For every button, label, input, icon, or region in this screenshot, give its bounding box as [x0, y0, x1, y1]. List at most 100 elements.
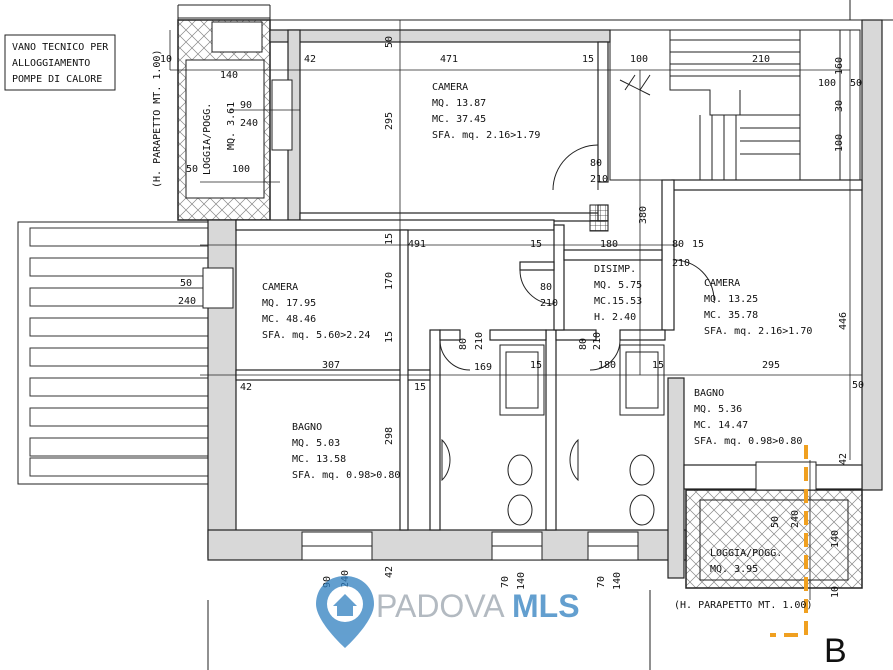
dim-100-loggia: 100 — [232, 164, 250, 175]
watermark-padova: PADOVA — [376, 588, 505, 624]
dim-307: 307 — [322, 360, 340, 371]
dim-42-right: 42 — [838, 453, 849, 465]
dim-180-mid: 180 — [600, 239, 618, 250]
dim-42: 42 — [304, 54, 316, 65]
loggia-bottom-area: MQ. 3.95 — [710, 564, 758, 575]
camera-left-mc: MC. 48.46 — [262, 314, 316, 325]
dim-80-door-top: 80 — [590, 158, 602, 169]
dim-50-loggia-b: 50 — [770, 516, 781, 528]
dim-210-bagno-right: 210 — [592, 332, 603, 350]
bagno-left-name: BAGNO — [292, 422, 322, 433]
dimension-lines — [169, 20, 862, 600]
bagno-right-name: BAGNO — [694, 388, 724, 399]
dim-50-left-win: 50 — [180, 278, 192, 289]
camera-left-mq: MQ. 17.95 — [262, 298, 316, 309]
dim-140-bottom-1: 140 — [516, 572, 527, 590]
dim-210-door-top: 210 — [590, 174, 608, 185]
room-camera-left: CAMERA MQ. 17.95 MC. 48.46 SFA. mq. 5.60… — [262, 282, 370, 341]
dim-10-right: 10 — [830, 586, 841, 598]
camera-top-sfa: SFA. mq. 2.16>1.79 — [432, 130, 540, 141]
dim-380: 380 — [638, 206, 649, 224]
vano-line-2: ALLOGGIAMENTO — [12, 58, 90, 69]
camera-right-sfa: SFA. mq. 2.16>1.70 — [704, 326, 812, 337]
dim-90: 90 — [240, 100, 252, 111]
dim-30: 30 — [834, 100, 845, 112]
dim-169: 169 — [474, 362, 492, 373]
dim-80-bagno-left: 80 — [458, 338, 469, 350]
bottom-frame-lines — [207, 590, 651, 670]
vano-tecnico-note: VANO TECNICO PER ALLOGGIAMENTO POMPE DI … — [4, 34, 116, 91]
dim-50-right-lower: 50 — [852, 380, 864, 391]
camera-left-name: CAMERA — [262, 282, 298, 293]
dim-15-lower: 15 — [384, 331, 395, 343]
dim-240-loggia-b: 240 — [790, 510, 801, 528]
room-camera-top: CAMERA MQ. 13.87 MC. 37.45 SFA. mq. 2.16… — [432, 82, 540, 141]
loggia-bottom — [685, 489, 863, 589]
dim-170: 170 — [384, 272, 395, 290]
dim-70-bottom-2: 70 — [596, 576, 607, 588]
dim-210-disimp: 210 — [540, 298, 558, 309]
camera-top-mq: MQ. 13.87 — [432, 98, 486, 109]
camera-top-name: CAMERA — [432, 82, 468, 93]
dim-210-top: 210 — [752, 54, 770, 65]
camera-top-mc: MC. 37.45 — [432, 114, 486, 125]
house-icon — [333, 594, 357, 616]
loggia-top-name: LOGGIA/POGG. — [202, 103, 213, 175]
bagno-left-mc: MC. 13.58 — [292, 454, 346, 465]
dim-10: 10 — [160, 54, 172, 65]
heat-pump-grid — [17, 221, 209, 485]
disimp-h: H. 2.40 — [594, 312, 636, 323]
dim-15-mid2: 15 — [530, 239, 542, 250]
dim-80-bagno-right: 80 — [578, 338, 589, 350]
vano-line-3: POMPE DI CALORE — [12, 74, 102, 85]
dim-42-lower-left: 42 — [240, 382, 252, 393]
watermark-mls: MLS — [512, 588, 580, 624]
dim-240-left-win: 240 — [178, 296, 196, 307]
dim-80-disimp: 80 — [540, 282, 552, 293]
dim-140-right: 140 — [830, 530, 841, 548]
loggia-top — [177, 19, 271, 221]
dim-42-bottom: 42 — [384, 566, 395, 578]
top-frame-lines — [177, 0, 893, 40]
camera-right-mq: MQ. 13.25 — [704, 294, 758, 305]
dim-100-right: 100 — [818, 78, 836, 89]
camera-right-name: CAMERA — [704, 278, 740, 289]
dim-15-mid: 15 — [384, 233, 395, 245]
dim-15-lower-mid: 15 — [414, 382, 426, 393]
room-loggia-top: LOGGIA/POGG. MQ. 3.61 — [202, 102, 237, 175]
room-camera-right: CAMERA MQ. 13.25 MC. 35.78 SFA. mq. 2.16… — [704, 278, 812, 337]
bagno-right-sfa: SFA. mq. 0.98>0.80 — [694, 436, 802, 447]
disimp-mc: MC.15.53 — [594, 296, 642, 307]
bagno-left-mq: MQ. 5.03 — [292, 438, 340, 449]
vano-line-1: VANO TECNICO PER — [12, 42, 109, 53]
dim-70-bottom-1: 70 — [500, 576, 511, 588]
dim-240-top: 240 — [240, 118, 258, 129]
dim-50-top: 50 — [384, 36, 395, 48]
dim-140: 140 — [220, 70, 238, 81]
camera-left-sfa: SFA. mq. 5.60>2.24 — [262, 330, 370, 341]
dim-100-vert: 100 — [834, 134, 845, 152]
dim-295-vert: 295 — [384, 112, 395, 130]
bagno-left-sfa: SFA. mq. 0.98>0.80 — [292, 470, 400, 481]
dim-80-right-door: 80 — [672, 239, 684, 250]
dim-15-right: 15 — [692, 239, 704, 250]
dimension-labels: 10 140 42 50 471 15 100 210 100 50 160 3… — [160, 36, 864, 598]
room-disimp: DISIMP. MQ. 5.75 MC.15.53 H. 2.40 — [594, 264, 642, 323]
dim-15-lower-right: 15 — [652, 360, 664, 371]
dim-210-bagno-left: 210 — [474, 332, 485, 350]
dim-471: 471 — [440, 54, 458, 65]
stairs — [609, 29, 861, 181]
shaft — [589, 204, 609, 232]
dim-100-top: 100 — [630, 54, 648, 65]
padovamls-watermark: PADOVA MLS — [316, 576, 580, 648]
windows — [202, 79, 817, 561]
bagno-right-mq: MQ. 5.36 — [694, 404, 742, 415]
disimp-mq: MQ. 5.75 — [594, 280, 642, 291]
dim-446: 446 — [838, 312, 849, 330]
dim-50-loggia: 50 — [186, 164, 198, 175]
room-loggia-bottom: LOGGIA/POGG. MQ. 3.95 — [710, 548, 782, 575]
dim-491: 491 — [408, 239, 426, 250]
dim-15-top: 15 — [582, 54, 594, 65]
dim-15-bagno: 15 — [530, 360, 542, 371]
